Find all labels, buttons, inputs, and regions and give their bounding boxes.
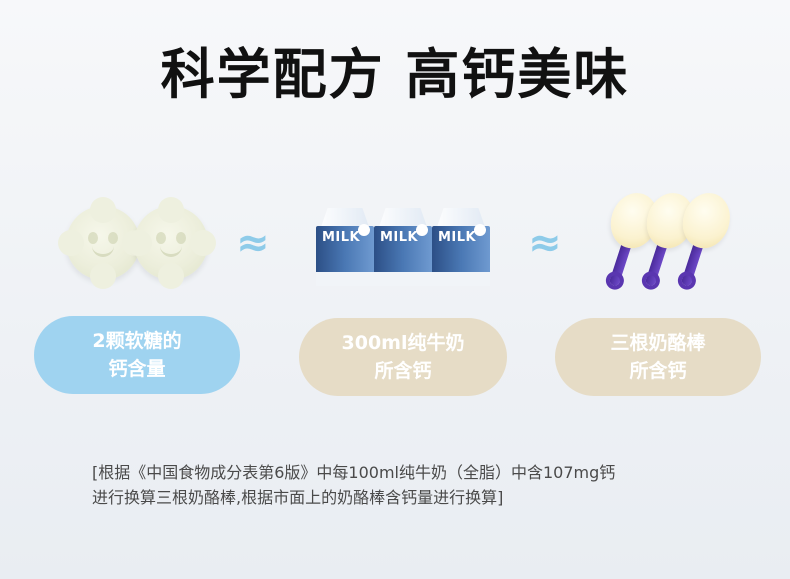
cheese-calcium-pill: 三根奶酪棒 所含钙 — [555, 318, 761, 396]
milk-calcium-pill: 300ml纯牛奶 所含钙 — [299, 318, 507, 396]
footnote-line2: 进行换算三根奶酪棒,根据市面上的奶酪棒含钙量进行换算] — [92, 488, 504, 507]
pill-line1: 三根奶酪棒 — [610, 332, 706, 354]
pill-line2: 钙含量 — [108, 358, 166, 380]
pill-line2: 所含钙 — [629, 360, 687, 382]
gummy-right — [126, 197, 216, 289]
carton-label: MILK — [322, 230, 361, 245]
pill-line1: 2颗软糖的 — [92, 330, 182, 352]
milk-carton: MILK — [374, 208, 432, 286]
gummies-image — [58, 197, 216, 290]
page-title: 科学配方 高钙美味 — [160, 43, 630, 106]
footnote: [根据《中国食物成分表第6版》中每100ml纯牛奶（全脂）中含107mg钙 进行… — [92, 460, 752, 510]
carton-label: MILK — [438, 230, 477, 245]
milk-carton: MILK — [316, 208, 374, 286]
footnote-line1: [根据《中国食物成分表第6版》中每100ml纯牛奶（全脂）中含107mg钙 — [92, 463, 616, 482]
cheese-sticks-image — [600, 186, 750, 302]
milk-cartons-image: MILK MILK MILK — [316, 206, 492, 288]
pill-line2: 所含钙 — [374, 360, 432, 382]
carton-label: MILK — [380, 230, 419, 245]
pill-line1: 300ml纯牛奶 — [341, 332, 465, 354]
milk-carton: MILK — [432, 208, 490, 286]
approx-sign-left: ≈ — [236, 220, 270, 266]
gummy-calcium-pill: 2颗软糖的 钙含量 — [34, 316, 240, 394]
approx-sign-right: ≈ — [528, 220, 562, 266]
